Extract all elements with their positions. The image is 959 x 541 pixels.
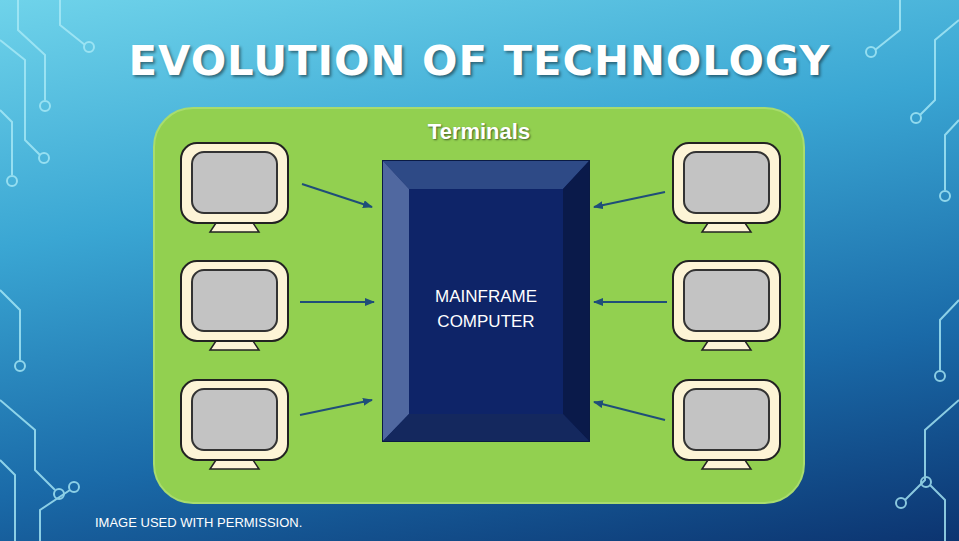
arrow	[594, 301, 667, 303]
arrow	[300, 301, 374, 303]
mainframe-label: MAINFRAME COMPUTER	[421, 285, 551, 334]
arrow	[594, 402, 665, 420]
terminal-icon	[673, 261, 780, 350]
arrow	[594, 192, 665, 207]
terminal-icon	[673, 143, 780, 232]
group-heading: Terminals	[155, 119, 803, 145]
arrow	[300, 400, 372, 415]
terminal-icon	[181, 380, 288, 469]
terminals-group: TerminalsMAINFRAME COMPUTER	[153, 107, 805, 504]
terminal-icon	[181, 143, 288, 232]
slide-title: EVOLUTION OF TECHNOLOGY	[0, 36, 959, 85]
terminal-icon	[181, 261, 288, 350]
terminal-icon	[673, 380, 780, 469]
caption-note: IMAGE USED WITH PERMISSION.	[95, 515, 302, 530]
arrow	[302, 184, 372, 207]
mainframe-box: MAINFRAME COMPUTER	[382, 160, 590, 442]
